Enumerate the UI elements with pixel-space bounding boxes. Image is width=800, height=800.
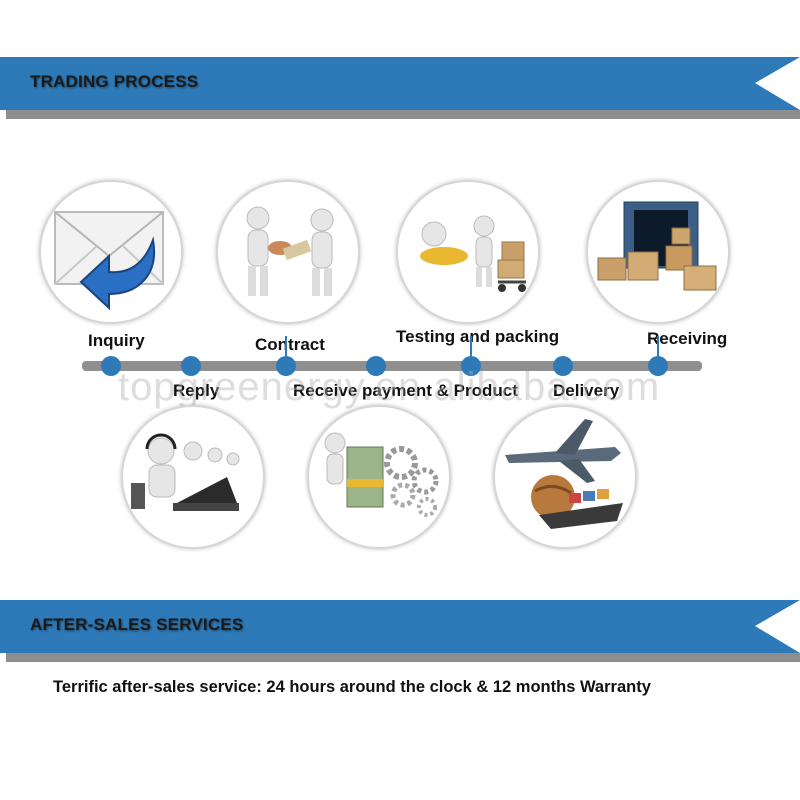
section-title: AFTER-SALES SERVICES xyxy=(30,615,244,634)
step-label-receive-payment: Receive payment & Product xyxy=(293,381,518,400)
timeline xyxy=(82,336,702,376)
contract-image xyxy=(216,180,360,324)
watermark: topgreenergy.en.alibaba.com xyxy=(118,365,661,409)
after-sales-banner: AFTER-SALES SERVICES xyxy=(0,600,800,662)
receiving-image xyxy=(586,180,730,324)
timeline-dot-testing xyxy=(461,356,481,376)
timeline-dot-delivery xyxy=(553,356,573,376)
step-label-reply: Reply xyxy=(173,381,220,400)
step-label-inquiry: Inquiry xyxy=(88,331,145,350)
money-gears-icon xyxy=(324,432,439,517)
timeline-dot-inquiry xyxy=(101,356,121,376)
handshake-figures-icon xyxy=(246,206,334,296)
banner-shadow xyxy=(6,653,800,662)
step-label-receiving: Receiving xyxy=(647,329,728,348)
plane-ship-globe-icon xyxy=(505,419,623,529)
cart-boxes-icon xyxy=(420,215,526,292)
step-label-testing-packing: Testing and packing xyxy=(396,327,560,346)
call-center-icon xyxy=(131,433,240,511)
step-label-delivery: Delivery xyxy=(553,381,620,400)
envelope-icon xyxy=(54,211,164,311)
section-title: TRADING PROCESS xyxy=(30,72,199,91)
container-boxes-icon xyxy=(597,201,717,291)
step-label-contract: Contract xyxy=(255,335,325,354)
inquiry-image xyxy=(39,180,183,324)
after-sales-note: Terrific after-sales service: 24 hours a… xyxy=(53,678,651,696)
timeline-dot-receiving xyxy=(648,356,668,376)
banner-bar xyxy=(0,600,800,653)
timeline-dot-payment xyxy=(366,356,386,376)
trading-process-banner: TRADING PROCESS xyxy=(0,57,800,119)
testing-packing-image xyxy=(396,180,540,324)
payment-product-image xyxy=(307,405,451,549)
timeline-track xyxy=(82,361,702,371)
banner-shadow xyxy=(6,110,800,119)
timeline-dot-reply xyxy=(181,356,201,376)
timeline-dot-contract xyxy=(276,356,296,376)
banner-bar xyxy=(0,57,800,110)
delivery-image xyxy=(493,405,637,549)
reply-image xyxy=(121,405,265,549)
